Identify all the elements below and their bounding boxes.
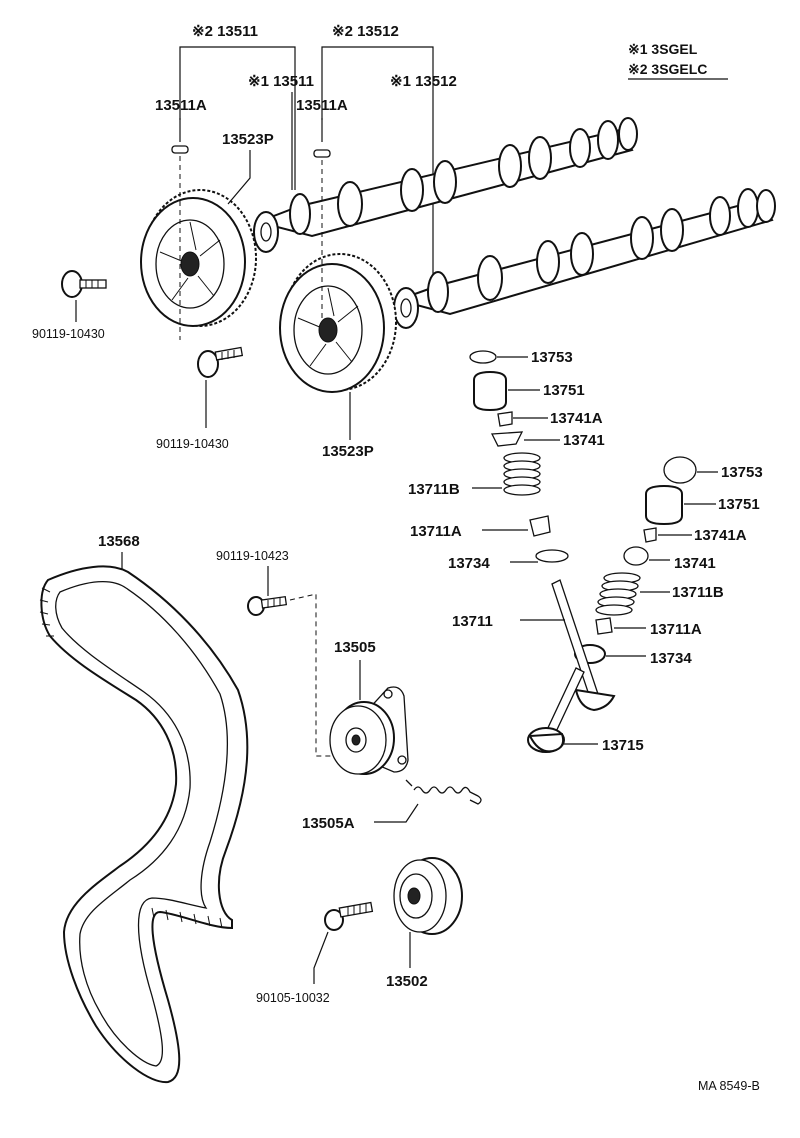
bolt-left	[61, 270, 107, 322]
valve-lifter-upper	[473, 370, 507, 412]
intake-cam-lobes	[289, 117, 638, 235]
legend-line-1: ※1 3SGEL	[628, 41, 698, 57]
label-pin-right: 13511A	[296, 97, 348, 114]
label-spring-lower: 13711B	[672, 584, 724, 601]
spring-retainer-upper	[490, 431, 524, 447]
tension-spring	[374, 779, 482, 823]
idler-bolt	[313, 901, 374, 984]
label-valve-exhaust: 13715	[602, 737, 644, 754]
kit-brackets: ※2 13511 ※2 13512 ※1 13511 ※1 13512	[179, 23, 457, 275]
idler-pulley	[393, 857, 463, 968]
label-seal-upper: 13711A	[410, 523, 462, 540]
spring-seat-upper	[535, 549, 569, 563]
valve-exhaust	[527, 667, 598, 753]
label-kit-2-13511: ※2 13511	[192, 23, 258, 40]
valve-spring-lower	[595, 572, 641, 616]
spring-retainer-lower	[623, 546, 649, 566]
legend-line-2: ※2 3SGELC	[628, 61, 707, 77]
valve-intake	[520, 579, 616, 712]
label-bolt-tensioner: 90119-10423	[216, 549, 289, 563]
exhaust-cam-lobes	[427, 188, 776, 313]
camshaft-pulley-lower	[279, 160, 397, 393]
label-pin-left: 13511A	[155, 97, 207, 114]
label-lifter-upper: 13751	[543, 382, 585, 399]
label-tensioner: 13505	[334, 639, 376, 656]
label-kit-2-13512: ※2 13512	[332, 23, 399, 40]
valve-keeper-lower	[643, 527, 657, 543]
label-tension-spring: 13505A	[302, 815, 355, 832]
label-washer-upper: 13734	[448, 555, 490, 572]
figure-code: MA 8549-B	[698, 1079, 760, 1093]
label-kit-1-13512: ※1 13512	[390, 73, 457, 90]
label-spring-upper: 13711B	[408, 481, 460, 498]
camshaft-exhaust	[393, 188, 776, 329]
label-keeper-upper: 13741A	[550, 410, 603, 427]
label-retainer-upper: 13753	[531, 349, 573, 366]
valve-keeper-upper	[497, 411, 513, 427]
label-washer-lower: 13734	[650, 650, 692, 667]
camshaft-intake	[253, 117, 638, 253]
tensioner-pulley	[329, 660, 409, 775]
knock-pin-left	[171, 145, 189, 154]
label-keeper-lower: 13741A	[694, 527, 747, 544]
valve-lifter-lower	[645, 484, 683, 526]
label-pulley-top: 13523P	[222, 131, 274, 148]
label-kit-1-13511: ※1 13511	[248, 73, 314, 90]
adjusting-shim-upper	[469, 350, 497, 364]
label-lifter-lower: 13751	[718, 496, 760, 513]
pins: 13511A 13511A	[155, 97, 348, 158]
valve-stem-seal-lower	[595, 617, 613, 635]
label-seat-upper: 13741	[563, 432, 605, 449]
label-belt: 13568	[98, 533, 140, 550]
label-idler: 13502	[386, 973, 428, 990]
knock-pin-right	[313, 149, 331, 158]
tensioner-bolt	[247, 566, 344, 757]
adjusting-shim-lower	[663, 456, 697, 484]
bolt-center	[197, 346, 244, 428]
model-legend: ※1 3SGEL ※2 3SGELC	[628, 41, 728, 80]
label-pulley-bottom: 13523P	[322, 443, 374, 460]
label-retainer-lower: 13753	[721, 464, 763, 481]
valve-group-upper: 13753 13751 13741A 13741 13711B 13711A 1…	[408, 349, 605, 572]
camshaft-pulley-upper	[140, 156, 257, 340]
label-valve-intake: 13711	[452, 613, 493, 630]
label-seat-lower: 13741	[674, 555, 716, 572]
valve-group-lower: 13753 13751 13741A 13741 13711B 13711A 1…	[574, 456, 763, 667]
timing-belt	[39, 552, 249, 1084]
label-bolt-idler: 90105-10032	[256, 991, 330, 1005]
label-seal-lower: 13711A	[650, 621, 702, 638]
label-bolt-center: 90119-10430	[156, 437, 229, 451]
label-bolt-left: 90119-10430	[32, 327, 105, 341]
valve-stem-seal-upper	[529, 515, 551, 537]
valve-spring-upper	[503, 452, 541, 496]
